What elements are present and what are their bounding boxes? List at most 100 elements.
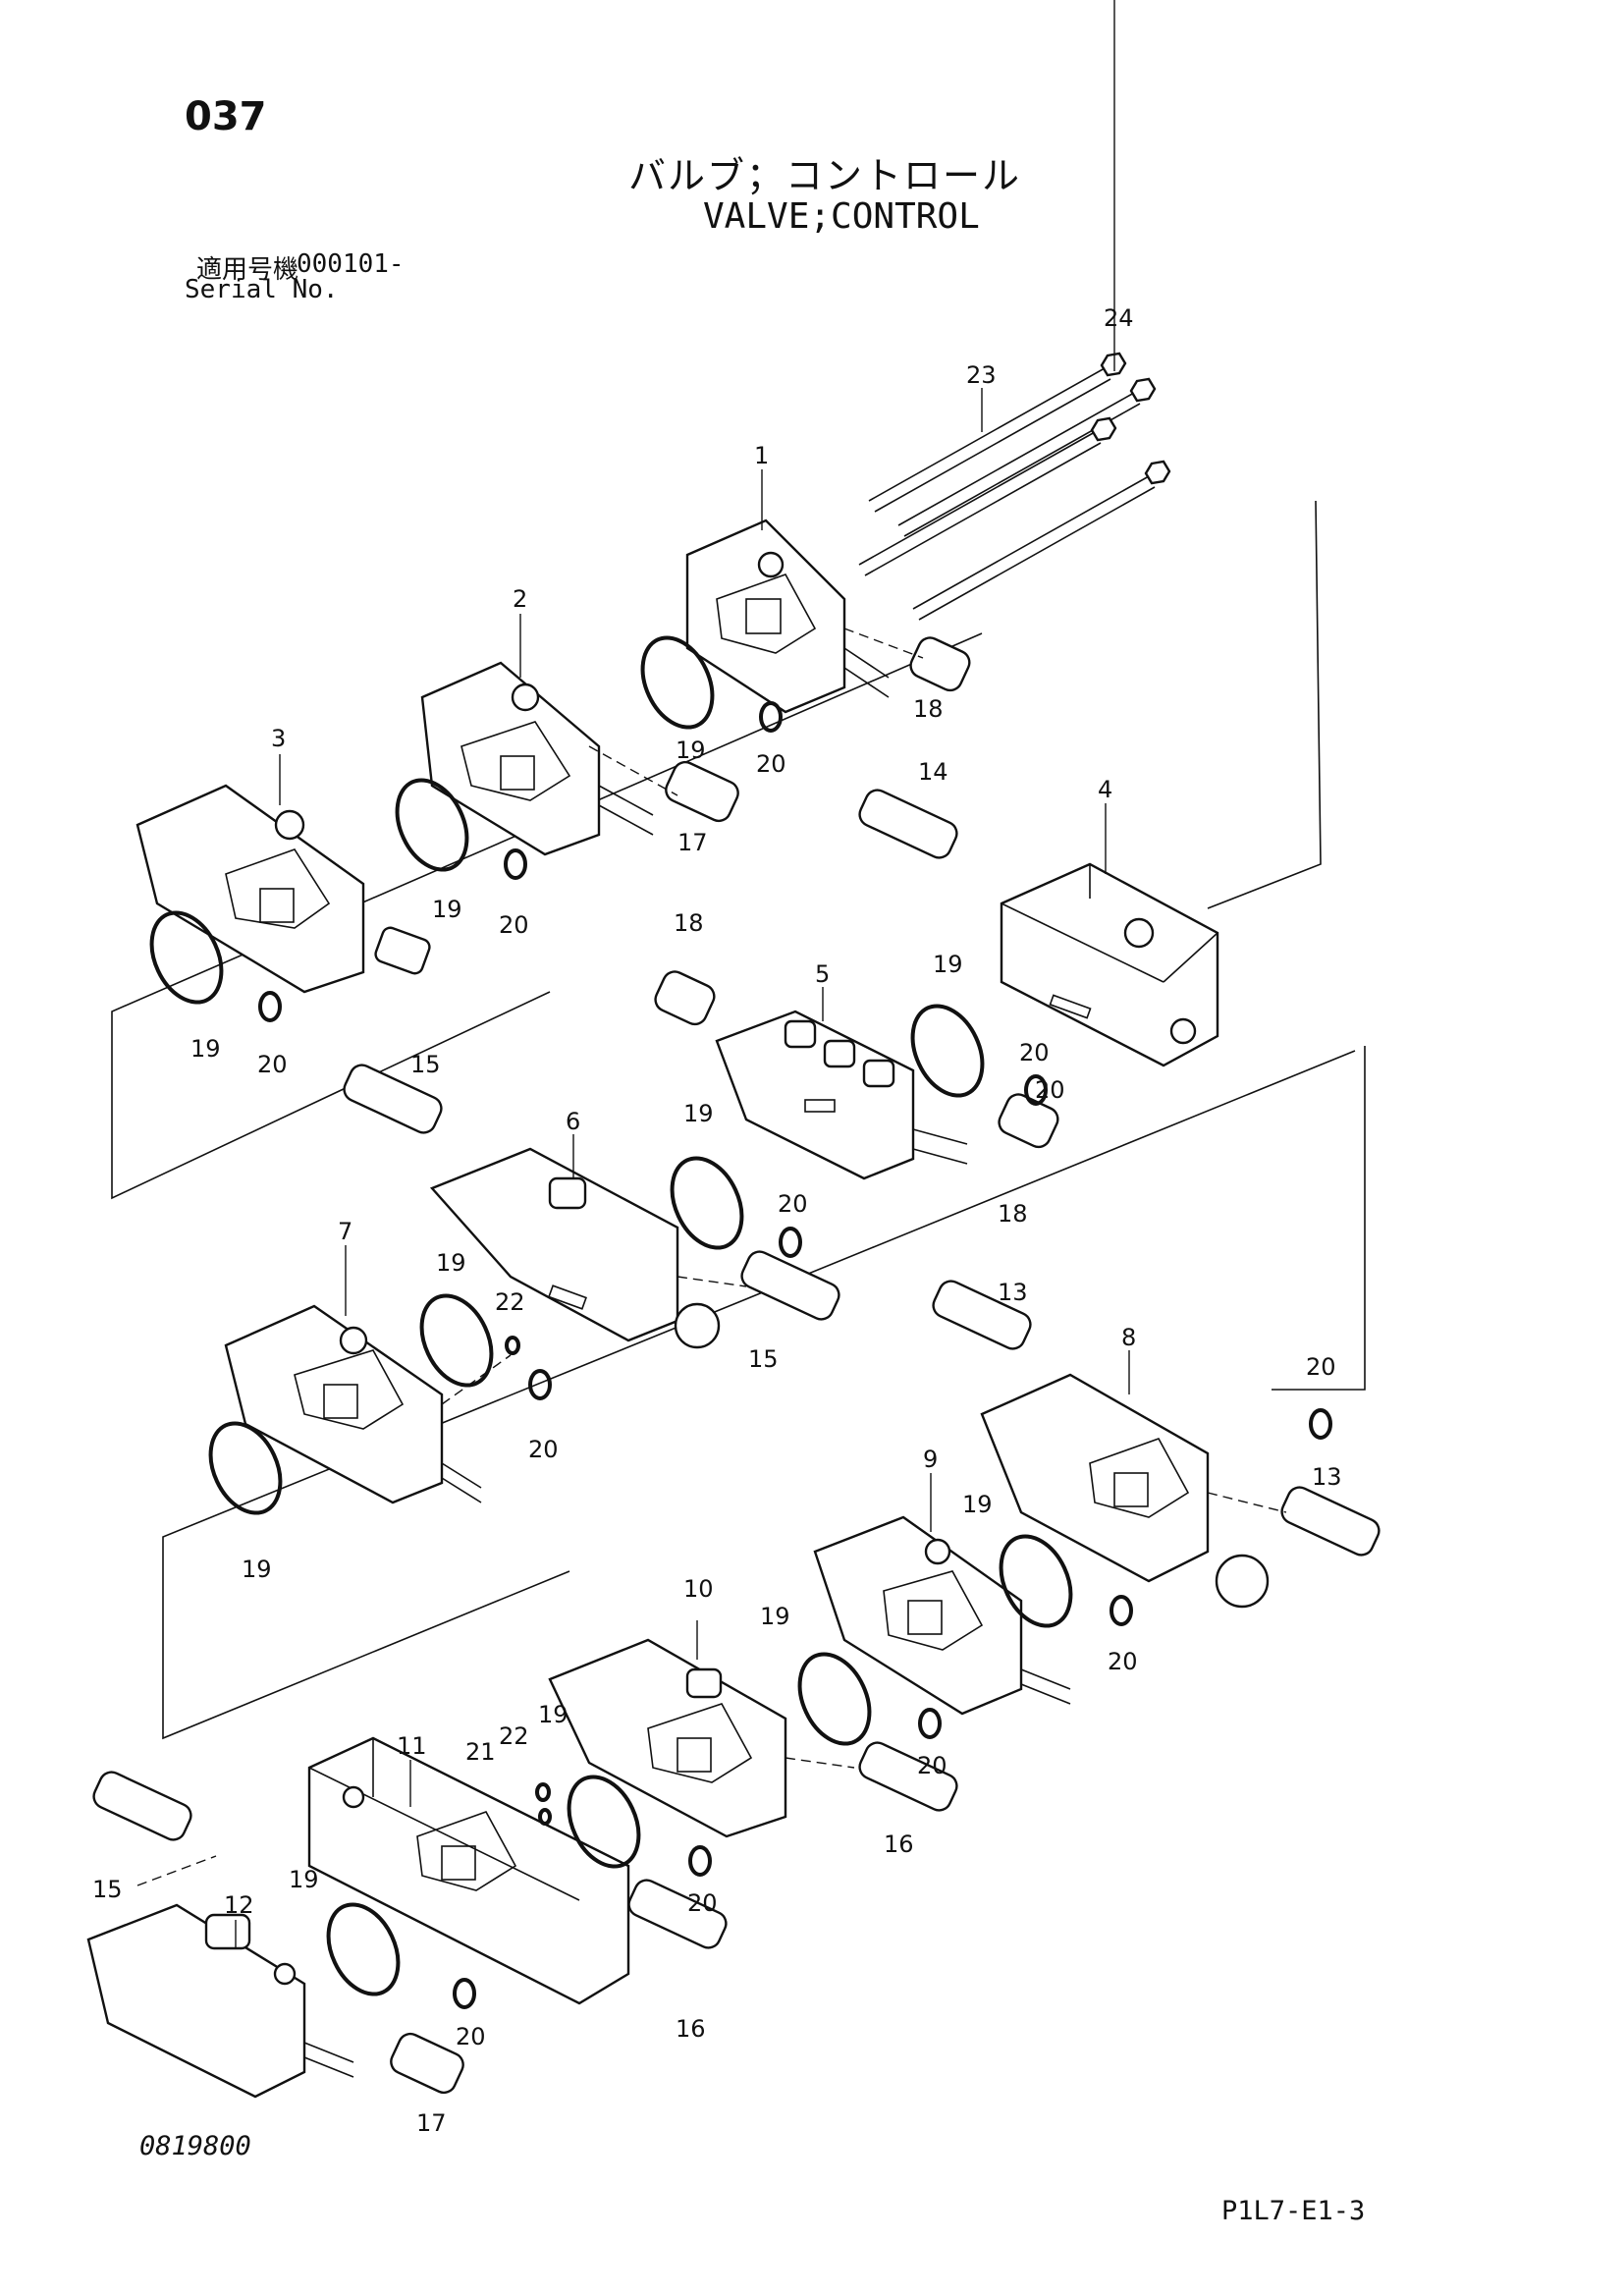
callout-22: 22 [495,1288,525,1316]
cartridge-17a [665,760,739,823]
valve-section-8 [980,1373,1270,1609]
o-ring-20 [1110,1595,1133,1626]
callout-13: 13 [998,1279,1028,1306]
title-english: VALVE;CONTROL [703,196,980,237]
callout-20: 20 [1035,1076,1065,1104]
o-ring-20 [918,1708,942,1739]
o-ring-19 [797,1652,872,1746]
callout-24: 24 [1104,304,1134,332]
o-ring-19 [419,1293,494,1388]
leader-lines [136,0,1287,1949]
o-ring-20 [504,848,527,880]
valve-section-5 [715,1010,968,1180]
o-ring-19 [999,1534,1073,1628]
cartridge-13a [932,1280,1032,1350]
callout-19: 19 [436,1249,466,1277]
hex-nut [1144,460,1171,485]
callout-4: 4 [1098,776,1112,803]
serial-label-japanese: 適用号機 [196,255,299,285]
callout-10: 10 [683,1575,714,1603]
callout-18: 18 [998,1200,1028,1228]
valve-section-4 [1000,862,1219,1067]
cartridge-14 [858,789,958,859]
cartridge-16a [858,1741,958,1812]
cartridge-15b [740,1250,840,1321]
callout-20: 20 [1306,1353,1336,1381]
callout-6: 6 [566,1108,580,1135]
cartridge-13b [1280,1486,1380,1557]
valve-section-6 [429,1147,721,1349]
callout-20: 20 [687,1889,718,1917]
callout-23: 23 [966,361,997,389]
callout-1: 1 [754,442,769,469]
valve-section-1 [685,519,890,714]
callout-14: 14 [918,758,948,786]
callout-19: 19 [676,737,706,764]
callout-18: 18 [674,909,704,937]
callout-19: 19 [538,1701,568,1728]
o-ring-19 [326,1902,401,1996]
o-ring-19 [208,1421,283,1515]
valve-section-11 [307,1736,630,2005]
serial-number-value: 000101- [297,249,405,279]
callout-21: 21 [465,1738,496,1766]
callout-17: 17 [677,829,708,856]
callout-12: 12 [224,1891,254,1919]
serial-label-english: Serial No. [185,275,339,304]
callout-19: 19 [289,1866,319,1893]
hex-nut [1100,352,1127,377]
plug-18b [654,970,716,1026]
callout-13: 13 [1312,1463,1342,1491]
callout-16: 16 [884,1831,914,1858]
o-ring-21 [538,1808,552,1826]
o-ring-20 [258,991,282,1022]
callout-20: 20 [257,1051,288,1078]
callout-16: 16 [676,2015,706,2043]
o-ring-19 [640,635,715,730]
tie-rod [858,431,1102,576]
seals [149,635,1332,2009]
callout-20: 20 [756,750,786,778]
hex-nut [1090,416,1117,442]
page-code: P1L7-E1-3 [1221,2196,1366,2226]
group-frames [111,500,1366,1740]
callout-19: 19 [962,1491,993,1518]
cartridges [92,636,1380,2095]
o-ring-20 [1309,1408,1332,1440]
callout-19: 19 [683,1100,714,1127]
callout-20: 20 [1019,1039,1050,1066]
cartridge-15a [343,1064,443,1134]
callout-19: 19 [432,896,462,923]
o-ring-19 [149,910,224,1005]
o-ring-20 [688,1845,712,1877]
callout-19: 19 [760,1603,790,1630]
callout-19: 19 [933,951,963,978]
plug-18a [909,636,971,692]
page-number: 037 [185,94,267,139]
cartridge-15c [92,1771,192,1841]
valve-body [420,661,601,856]
valve-section-2 [420,661,654,856]
callout-11: 11 [397,1732,427,1760]
callout-7: 7 [338,1218,352,1245]
tie-rod [868,367,1111,513]
valve-section-9 [813,1515,1071,1716]
o-ring-20 [528,1369,552,1400]
callout-20: 20 [528,1436,559,1463]
callout-20: 20 [456,2023,486,2050]
callout-22: 22 [499,1722,529,1750]
tie-rod [912,475,1156,621]
callout-20: 20 [778,1190,808,1218]
o-ring-19 [395,778,469,872]
drawing-id: 0819800 [139,2131,251,2161]
callout-20: 20 [917,1752,947,1779]
o-ring-19 [670,1156,744,1250]
o-ring-19 [567,1775,641,1869]
o-ring-20 [779,1227,802,1258]
o-ring-22 [535,1782,551,1802]
o-ring-20 [1024,1074,1048,1106]
valve-section-10 [548,1638,787,1838]
callout-15: 15 [92,1876,123,1903]
callout-5: 5 [815,960,830,988]
